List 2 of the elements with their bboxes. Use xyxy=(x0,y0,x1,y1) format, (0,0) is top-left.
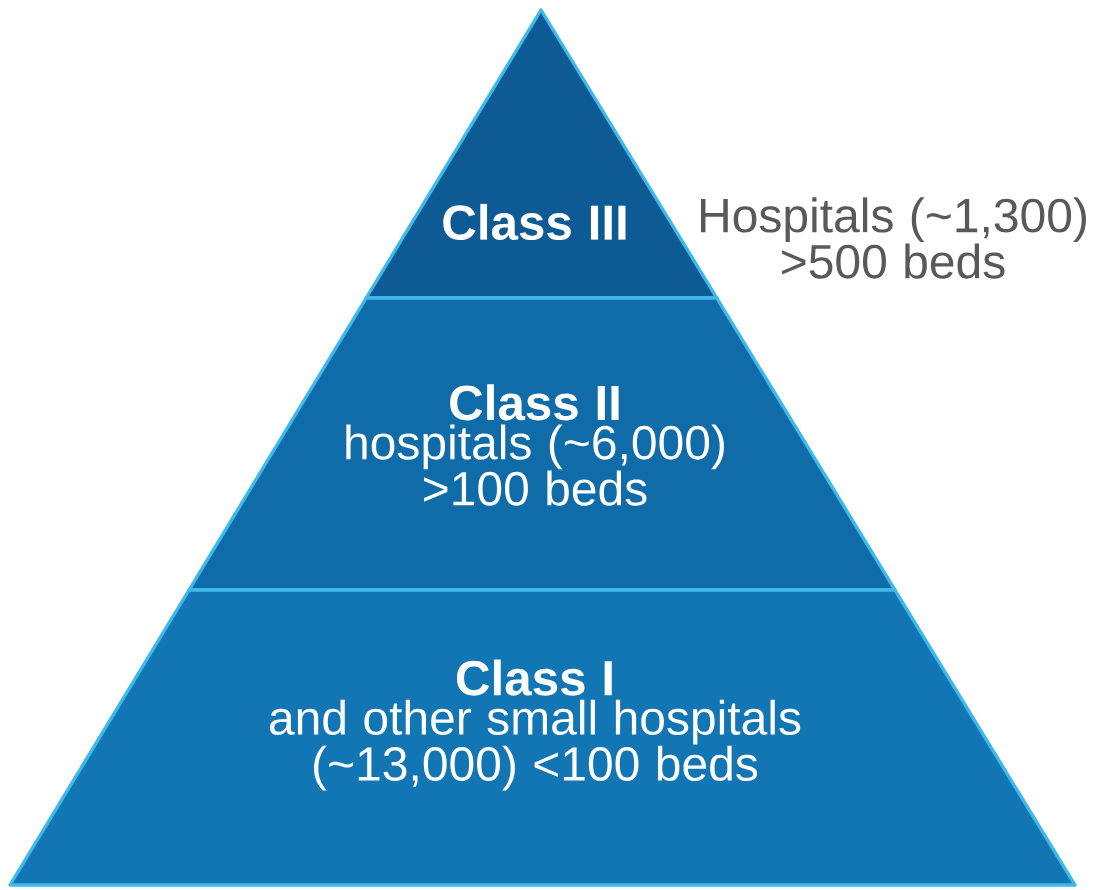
pyramid-band: Class II hospitals (~6,000) >100 beds xyxy=(187,296,897,592)
pyramid-band: Class I and other small hospitals (~13,000) <100 beds xyxy=(8,588,1077,887)
